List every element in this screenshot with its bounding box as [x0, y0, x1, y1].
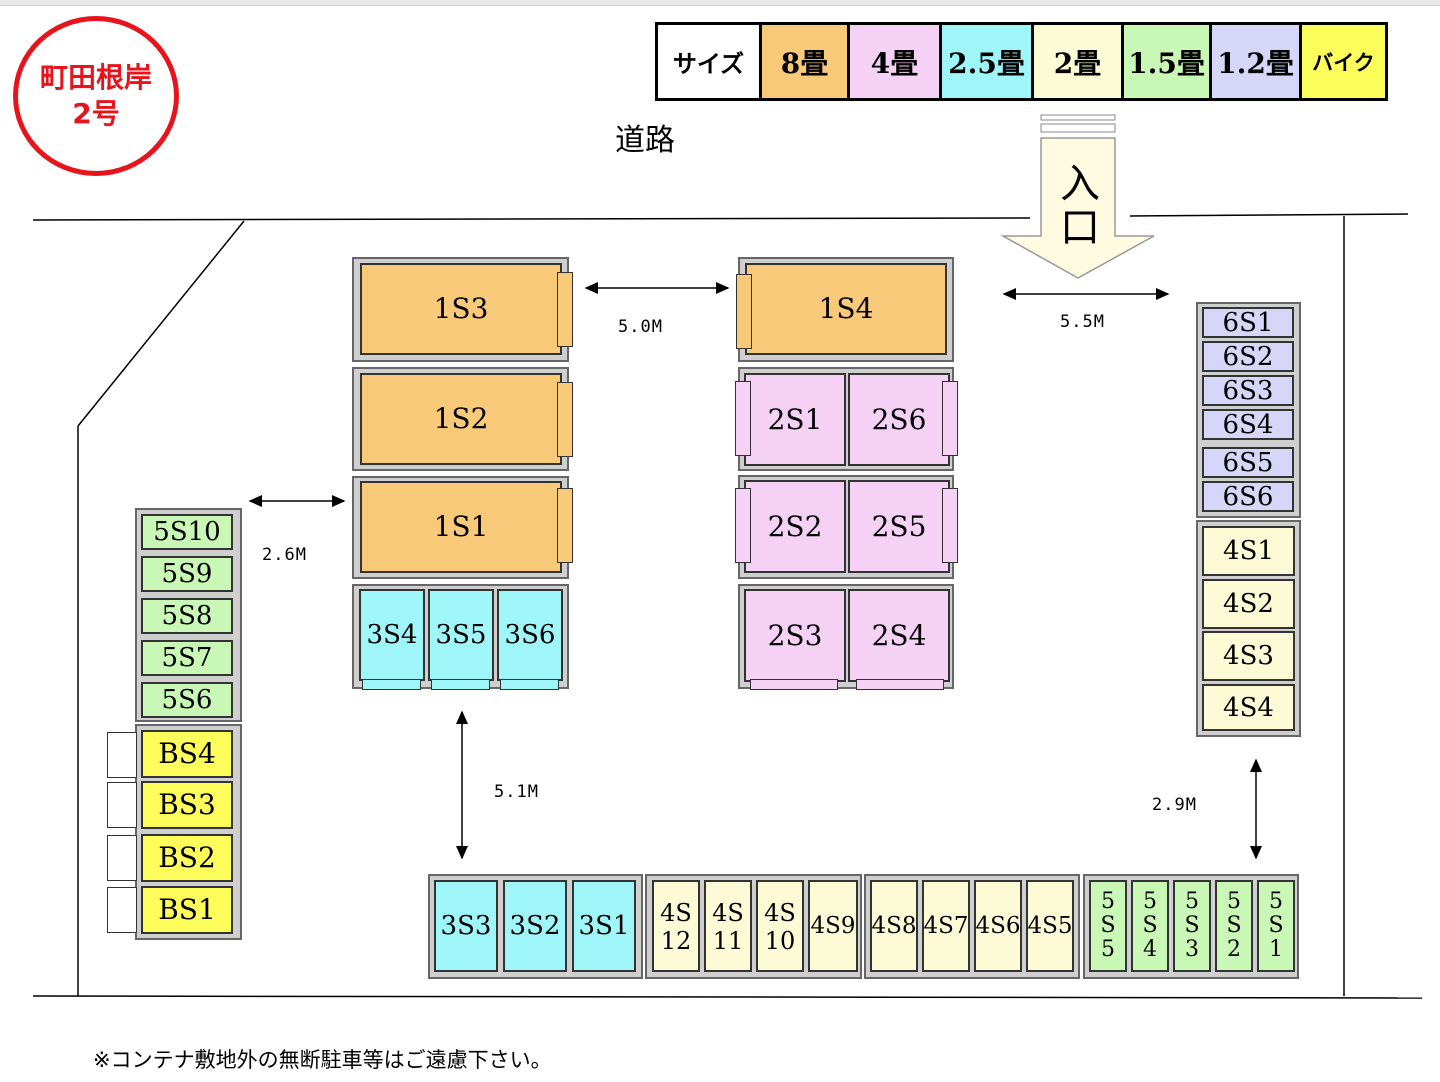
door-1s1	[557, 488, 573, 563]
unit-2s4[interactable]: 2S4	[848, 589, 950, 682]
door-1s4	[736, 274, 752, 349]
unit-4s1[interactable]: 4S1	[1202, 526, 1295, 576]
bike-door-bs3	[107, 782, 137, 828]
door-1s3	[557, 272, 573, 347]
legend-2jo: 2畳	[1034, 25, 1124, 98]
unit-4s3[interactable]: 4S3	[1202, 631, 1295, 681]
door-3s6	[500, 679, 559, 690]
legend-8jo: 8畳	[762, 25, 850, 98]
distance-2-6m: 2.6M	[262, 545, 307, 565]
legend-1-2jo: 1.2畳	[1212, 25, 1302, 98]
distance-5-1m: 5.1M	[494, 782, 539, 802]
top-border	[0, 0, 1440, 6]
unit-3s6[interactable]: 3S6	[497, 589, 563, 681]
legend-bike: バイク	[1302, 25, 1385, 98]
bike-door-bs1	[107, 887, 137, 933]
unit-6s3[interactable]: 6S3	[1202, 375, 1294, 406]
unit-6s6[interactable]: 6S6	[1202, 481, 1294, 512]
door-1s2	[557, 382, 573, 457]
boundary-diagonal	[77, 220, 245, 427]
unit-3s2[interactable]: 3S2	[503, 880, 567, 972]
site-name-badge: 町田根岸 2号	[13, 16, 179, 176]
unit-1s2[interactable]: 1S2	[360, 373, 562, 465]
unit-4s4[interactable]: 4S4	[1202, 684, 1295, 731]
unit-5s10[interactable]: 5S10	[141, 514, 233, 550]
entrance-arrow	[1000, 114, 1155, 279]
unit-5s9[interactable]: 5S9	[141, 556, 233, 592]
unit-5s7[interactable]: 5S7	[141, 640, 233, 676]
unit-6s1[interactable]: 6S1	[1202, 307, 1294, 338]
door-2s6	[942, 381, 958, 456]
unit-bs4[interactable]: BS4	[141, 730, 233, 778]
unit-6s4[interactable]: 6S4	[1202, 409, 1294, 440]
unit-6s2[interactable]: 6S2	[1202, 341, 1294, 372]
unit-2s5[interactable]: 2S5	[848, 480, 950, 573]
door-3s5	[431, 679, 490, 690]
unit-3s5[interactable]: 3S5	[428, 589, 494, 681]
door-2s1	[735, 381, 751, 456]
legend-size-header: サイズ	[658, 25, 762, 98]
unit-6s5[interactable]: 6S5	[1202, 447, 1294, 478]
door-2s2	[735, 488, 751, 563]
unit-4s9[interactable]: 4S9	[808, 880, 858, 972]
site-name: 町田根岸	[39, 61, 152, 94]
unit-bs2[interactable]: BS2	[141, 834, 233, 882]
unit-1s1[interactable]: 1S1	[360, 481, 562, 573]
unit-5s6[interactable]: 5S6	[141, 682, 233, 718]
distance-5-5m: 5.5M	[1060, 312, 1105, 332]
unit-3s1[interactable]: 3S1	[572, 880, 636, 972]
door-2s4	[856, 679, 944, 690]
unit-4s6[interactable]: 4S6	[974, 880, 1022, 972]
unit-4s7[interactable]: 4S7	[922, 880, 970, 972]
unit-1s3[interactable]: 1S3	[360, 263, 562, 355]
door-2s3	[750, 679, 838, 690]
unit-3s3[interactable]: 3S3	[434, 880, 498, 972]
boundary-top-right	[1129, 213, 1409, 217]
footnote: ※コンテナ敷地外の無断駐車等はご遠慮下さい。	[93, 1048, 552, 1072]
unit-4s5[interactable]: 4S5	[1026, 880, 1074, 972]
distance-2-9m: 2.9M	[1152, 795, 1197, 815]
unit-2s1[interactable]: 2S1	[744, 373, 846, 466]
entrance-label: 入 口	[1060, 161, 1100, 251]
unit-2s3[interactable]: 2S3	[744, 589, 846, 682]
door-3s4	[362, 679, 421, 690]
unit-4s2[interactable]: 4S2	[1202, 579, 1295, 629]
unit-4s8[interactable]: 4S8	[870, 880, 918, 972]
unit-bs3[interactable]: BS3	[141, 781, 233, 829]
road-label: 道路	[615, 123, 675, 158]
bike-door-bs4	[107, 732, 137, 778]
bike-door-bs2	[107, 835, 137, 881]
unit-3s4[interactable]: 3S4	[359, 589, 425, 681]
legend-4jo: 4畳	[850, 25, 942, 98]
unit-bs1[interactable]: BS1	[141, 886, 233, 934]
unit-5s8[interactable]: 5S8	[141, 598, 233, 634]
legend-2-5jo: 2.5畳	[942, 25, 1034, 98]
boundary-bottom	[32, 995, 1423, 999]
unit-1s4[interactable]: 1S4	[745, 263, 947, 355]
size-legend: サイズ 8畳 4畳 2.5畳 2畳 1.5畳 1.2畳 バイク	[655, 22, 1388, 101]
legend-1-5jo: 1.5畳	[1124, 25, 1212, 98]
boundary-top-left	[32, 217, 1031, 221]
door-2s5	[942, 488, 958, 563]
site-number: 2号	[72, 97, 120, 130]
unit-2s6[interactable]: 2S6	[848, 373, 950, 466]
unit-2s2[interactable]: 2S2	[744, 480, 846, 573]
distance-5-0m: 5.0M	[618, 317, 663, 337]
